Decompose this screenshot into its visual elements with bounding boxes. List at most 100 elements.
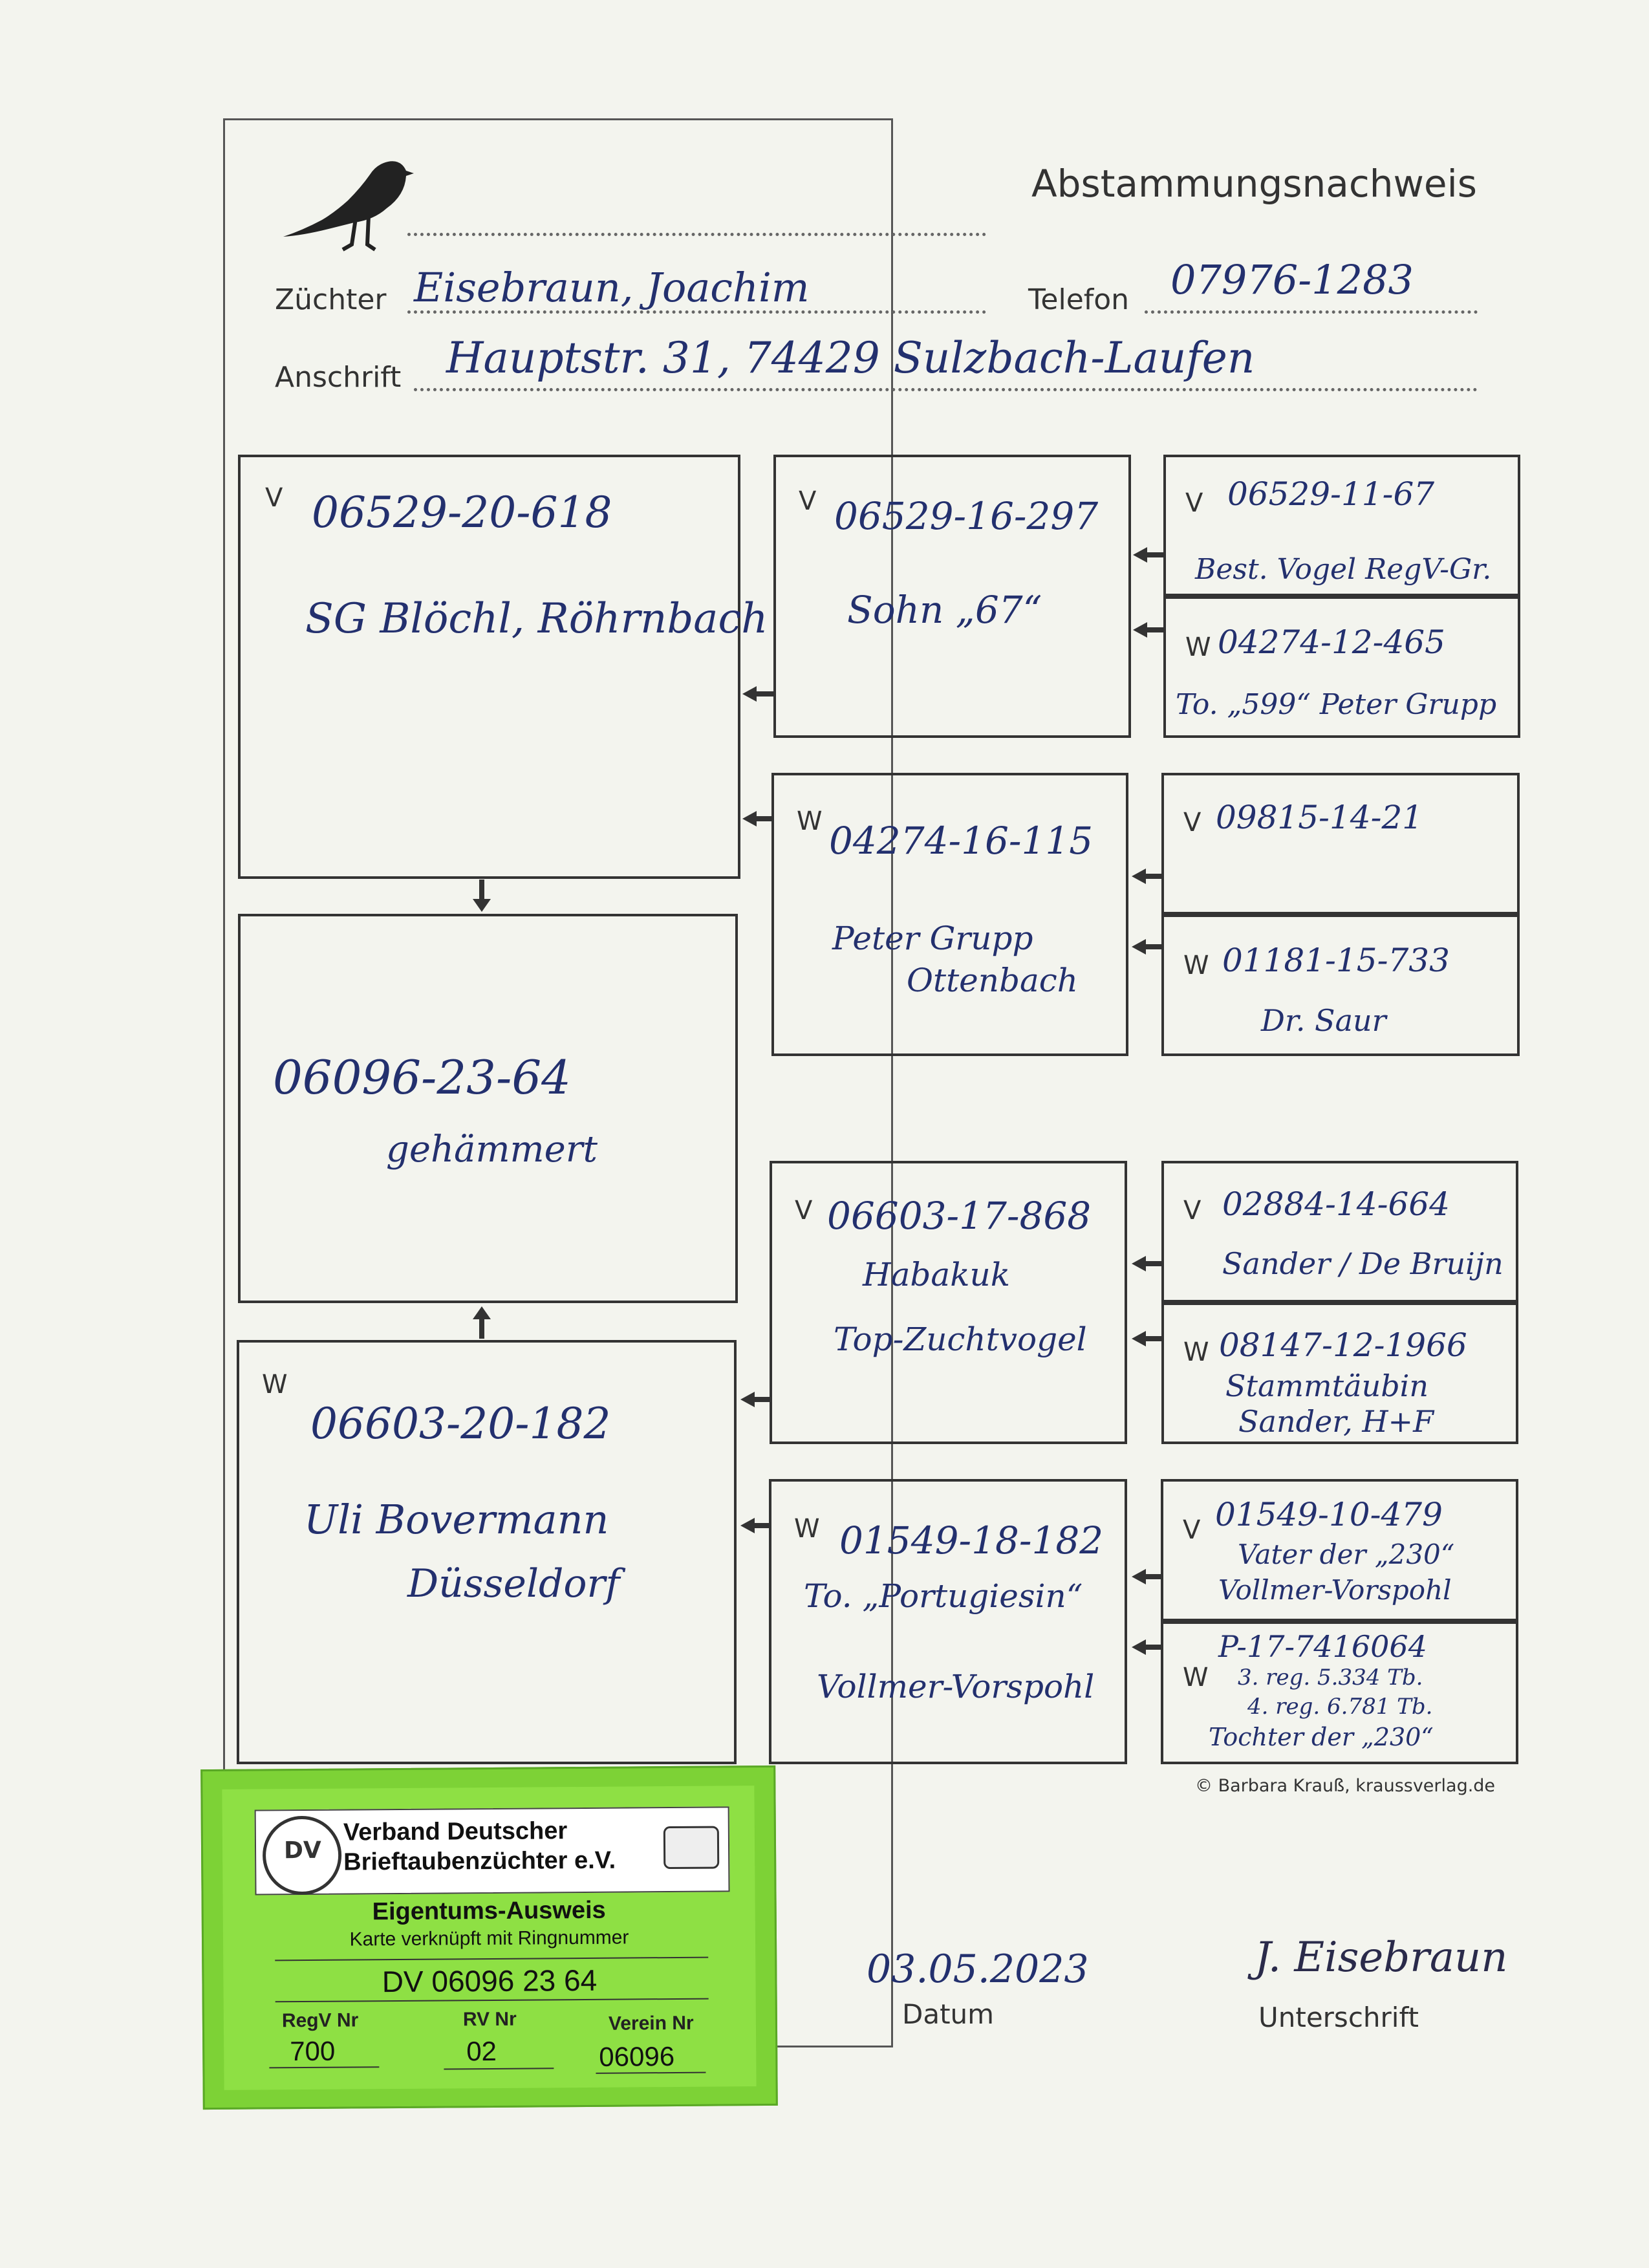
subject-ring: 06096-23-64 — [273, 1050, 571, 1105]
ggp-7-box: V 01549-10-479 Vater der „230“ Vollmer-V… — [1161, 1479, 1518, 1621]
father-box: V 06529-20-618 SG Blöchl, Röhrnbach — [238, 455, 768, 879]
copyright-notice: © Barbara Krauß, kraussverlag.de — [1195, 1776, 1496, 1796]
arrow-ggp3 — [1132, 869, 1163, 884]
gp-ww-sex: W — [794, 1514, 820, 1544]
arrow-mother-to-subject — [473, 1306, 491, 1339]
card-subtitle: Karte verknüpft mit Ringnummer — [349, 1927, 629, 1950]
ggp-7-ring: 01549-10-479 — [1215, 1496, 1443, 1533]
gp-vv-sex: V — [799, 486, 817, 516]
ggp-5-sex: V — [1183, 1196, 1202, 1226]
telefon-value: 07976-1283 — [1170, 256, 1414, 303]
ggp-3-box: V 09815-14-21 — [1161, 773, 1520, 914]
arrow-ggp4 — [1132, 939, 1163, 955]
gp-vw-ring: 04274-16-115 — [829, 819, 1094, 863]
card-regv-value: 700 — [290, 2035, 336, 2067]
logo-lettering: DV — [283, 1837, 321, 1864]
anschrift-value: Hauptstr. 31, 74429 Sulzbach-Laufen — [446, 333, 1255, 383]
card-org-line1: Verband Deutscher — [343, 1817, 568, 1846]
telefon-dotline — [1145, 310, 1478, 314]
card-org-line2: Brieftaubenzüchter e.V. — [343, 1846, 616, 1876]
father-sex: V — [265, 483, 283, 513]
mother-city: Düsseldorf — [407, 1561, 620, 1606]
gp-wv-sex: V — [795, 1196, 813, 1226]
gp-wv-line2: Top-Zuchtvogel — [834, 1321, 1087, 1358]
ggp-5-line1: Sander / De Bruijn — [1222, 1246, 1503, 1281]
ggp-3-ring: 09815-14-21 — [1216, 799, 1423, 836]
ggp-1-box: V 06529-11-67 Best. Vogel RegV-Gr. — [1163, 455, 1520, 596]
arrow-ggp5 — [1132, 1256, 1163, 1271]
subject-note: gehämmert — [386, 1129, 598, 1171]
header-dotline-top — [407, 233, 986, 236]
ggp-5-box: V 02884-14-664 Sander / De Bruijn — [1161, 1161, 1518, 1302]
mother-breeder: Uli Bovermann — [304, 1496, 609, 1543]
ggp-2-line1: To. „599“ Peter Grupp — [1176, 688, 1497, 721]
ggp-2-sex: W — [1185, 632, 1211, 662]
gp-vw-sex: W — [797, 806, 823, 836]
arrow-gpwv-to-mother — [740, 1392, 771, 1407]
arrow-ggp2 — [1133, 622, 1164, 638]
card-org-name: Verband Deutscher Brieftaubenzüchter e.V… — [343, 1817, 616, 1877]
ownership-card: DV Verband Deutscher Brieftaubenzüchter … — [200, 1765, 778, 2110]
arrow-ggp6 — [1132, 1331, 1163, 1346]
ggp-1-ring: 06529-11-67 — [1227, 475, 1435, 513]
card-rv-label: RV Nr — [462, 2008, 517, 2031]
subject-box: 06096-23-64 gehämmert — [238, 914, 738, 1303]
signature-label: Unterschrift — [1258, 2002, 1419, 2033]
card-rv-value: 02 — [466, 2035, 497, 2067]
ggp-6-line2: Sander, H+F — [1238, 1404, 1434, 1439]
ggp-4-box: W 01181-15-733 Dr. Saur — [1161, 914, 1520, 1056]
ggp-2-ring: 04274-12-465 — [1218, 623, 1445, 661]
ggp-8-box: W P-17-7416064 3. reg. 5.334 Tb. 4. reg.… — [1161, 1621, 1518, 1764]
grandparent-ww-box: W 01549-18-182 To. „Portugiesin“ Vollmer… — [769, 1479, 1127, 1764]
card-title: Eigentums-Ausweis — [372, 1896, 606, 1926]
ggp-4-ring: 01181-15-733 — [1222, 942, 1450, 979]
anschrift-label: Anschrift — [275, 361, 402, 394]
ggp-1-sex: V — [1185, 488, 1203, 518]
zuechter-value: Eisebraun, Joachim — [414, 264, 810, 311]
document-title: Abstammungsnachweis — [1031, 162, 1477, 206]
telefon-label: Telefon — [1028, 283, 1130, 316]
ggp-8-line1: 3. reg. 5.334 Tb. — [1238, 1665, 1423, 1690]
card-header: DV Verband Deutscher Brieftaubenzüchter … — [254, 1806, 730, 1895]
card-ring-number: DV 06096 23 64 — [382, 1963, 598, 1999]
grandparent-vv-box: V 06529-16-297 Sohn „67“ — [773, 455, 1131, 738]
grandparent-wv-box: V 06603-17-868 Habakuk Top-Zuchtvogel — [770, 1161, 1127, 1444]
card-verein-value: 06096 — [599, 2041, 675, 2072]
association-logo-icon: DV — [262, 1815, 342, 1895]
arrow-gpvv-to-father — [742, 686, 773, 702]
gp-vw-line1: Peter Grupp — [832, 920, 1033, 957]
arrow-ggp7 — [1132, 1569, 1163, 1584]
ggp-2-box: W 04274-12-465 To. „599“ Peter Grupp — [1163, 596, 1520, 738]
emblem-icon — [663, 1826, 720, 1870]
card-verein-label: Verein Nr — [608, 2012, 694, 2035]
ggp-8-ring: P-17-7416064 — [1218, 1629, 1427, 1664]
gp-wv-line1: Habakuk — [863, 1256, 1011, 1293]
pigeon-icon — [283, 161, 414, 252]
grandparent-vw-box: W 04274-16-115 Peter Grupp Ottenbach — [771, 773, 1128, 1056]
date-value: 03.05.2023 — [867, 1947, 1089, 1992]
gp-ww-line2: Vollmer-Vorspohl — [817, 1668, 1095, 1705]
ggp-7-line1: Vater der „230“ — [1238, 1539, 1455, 1570]
gp-ww-line1: To. „Portugiesin“ — [804, 1577, 1083, 1615]
ggp-8-sex: W — [1183, 1663, 1209, 1692]
gp-vv-ring: 06529-16-297 — [834, 494, 1099, 538]
gp-ww-ring: 01549-18-182 — [839, 1518, 1104, 1562]
father-ring: 06529-20-618 — [312, 488, 612, 537]
arrow-ggp1 — [1133, 547, 1164, 563]
date-label: Datum — [902, 1998, 995, 2030]
ggp-8-line3: Tochter der „230“ — [1209, 1723, 1434, 1751]
ggp-1-line1: Best. Vogel RegV-Gr. — [1195, 553, 1492, 586]
mother-box: W 06603-20-182 Uli Bovermann Düsseldorf — [237, 1340, 737, 1764]
ggp-3-sex: V — [1183, 808, 1202, 837]
ggp-4-sex: W — [1183, 951, 1209, 980]
ggp-7-sex: V — [1183, 1515, 1201, 1545]
gp-vw-line2: Ottenbach — [907, 962, 1078, 999]
ggp-5-ring: 02884-14-664 — [1222, 1185, 1450, 1223]
signature-value: J. Eisebraun — [1255, 1934, 1508, 1982]
mother-ring: 06603-20-182 — [310, 1399, 611, 1449]
anschrift-dotline — [414, 388, 1478, 391]
gp-wv-ring: 06603-17-868 — [827, 1194, 1092, 1238]
card-regv-label: RegV Nr — [281, 2009, 359, 2032]
arrow-ggp8 — [1132, 1639, 1163, 1655]
gp-vv-line1: Sohn „67“ — [847, 588, 1042, 632]
